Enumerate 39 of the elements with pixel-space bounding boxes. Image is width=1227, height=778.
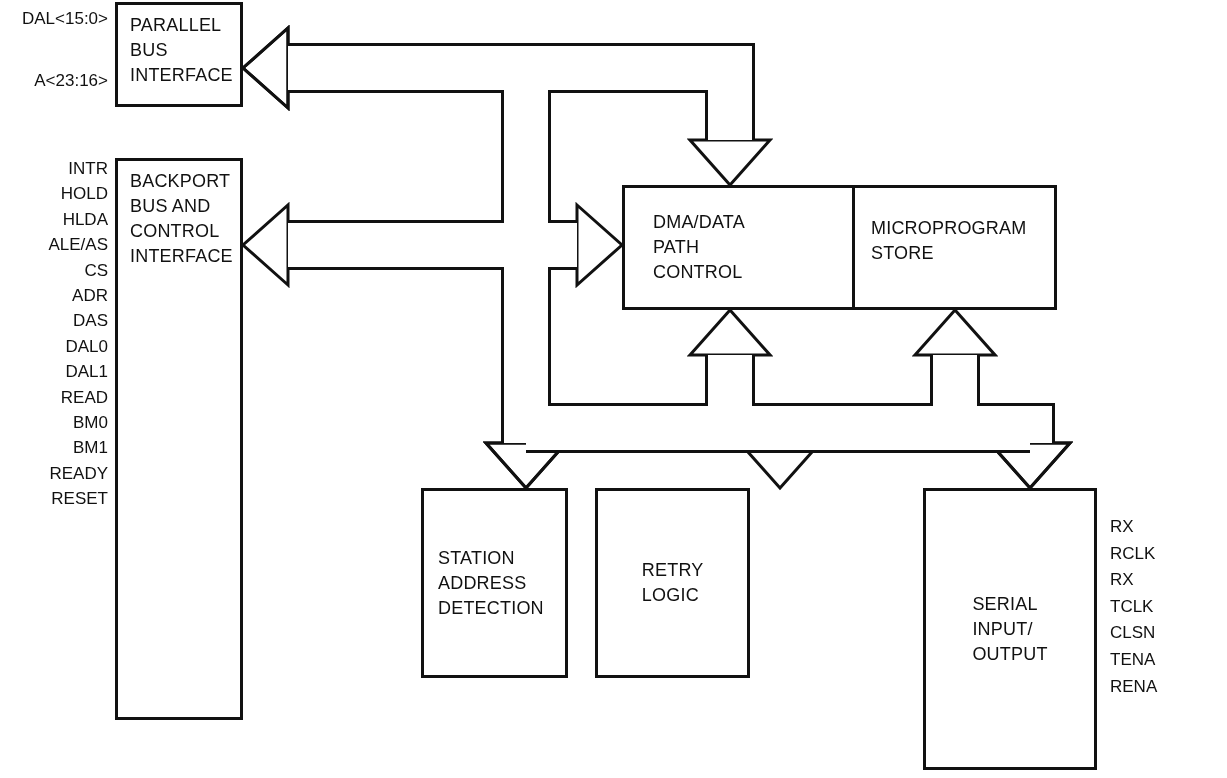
block-box — [622, 185, 855, 310]
signal-name: HLDA — [61, 208, 108, 231]
bus-arrow — [484, 403, 1072, 490]
signal-name: CS — [83, 259, 108, 282]
block-label: BACKPORT BUS AND CONTROL INTERFACE — [130, 170, 233, 268]
signal-name: DAL1 — [64, 361, 108, 384]
block-label: RETRY LOGIC — [641, 559, 704, 607]
block-box — [115, 158, 243, 720]
block-label: PARALLEL BUS INTERFACE — [130, 14, 233, 87]
block-box — [421, 488, 568, 678]
signal-name: BM0 — [72, 412, 108, 434]
signal-name: RX — [1110, 569, 1135, 592]
signal-name: ALE/AS — [47, 234, 108, 257]
signal-name: RENA — [1110, 675, 1159, 698]
signal-name: DAL0 — [64, 335, 108, 358]
signal-name: CLSN — [1110, 622, 1157, 645]
signal-name: DAL<15:0> — [21, 8, 108, 30]
block-box — [595, 488, 750, 678]
block-box — [923, 488, 1097, 770]
signal-name: A<23:16> — [33, 70, 108, 92]
signal-name: INTR — [67, 158, 108, 180]
signal-name: HOLD — [59, 183, 108, 206]
signal-name: READ — [59, 386, 108, 409]
signal-name: DAS — [72, 310, 108, 333]
signal-name: ADR — [71, 285, 108, 307]
block-label: DMA/DATA PATH CONTROL — [653, 211, 744, 284]
signal-name: RESET — [50, 488, 108, 511]
signal-name: BM1 — [72, 437, 108, 460]
signal-name: TENA — [1110, 649, 1157, 671]
signal-name: TCLK — [1110, 595, 1155, 618]
block-label: SERIAL INPUT/ OUTPUT — [972, 592, 1048, 666]
block-box — [852, 185, 1057, 310]
block-label: MICROPROGRAM STORE — [871, 217, 1027, 265]
signal-name: RCLK — [1110, 542, 1157, 565]
block-label: STATION ADDRESS DETECTION — [438, 546, 544, 620]
signal-name: READY — [48, 462, 108, 485]
bus-arrow — [241, 203, 624, 287]
block-box — [115, 2, 243, 107]
signal-name: RX — [1110, 516, 1135, 538]
